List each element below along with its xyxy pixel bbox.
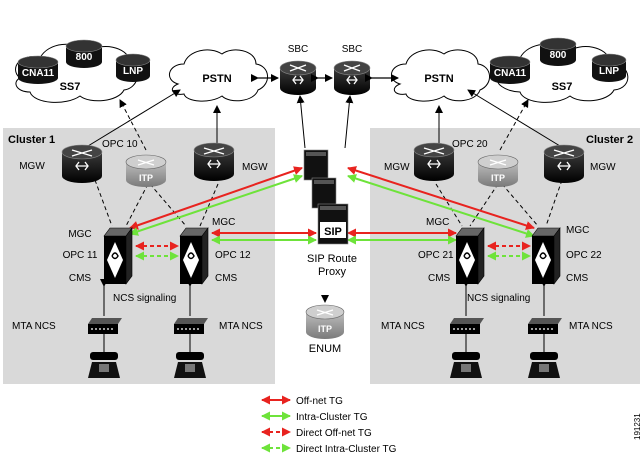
trunk-lines — [129, 166, 535, 245]
legend-offnet-label: Off-net TG — [296, 396, 343, 407]
cna11-label-right: CNA11 — [494, 68, 527, 79]
mta-label-c2-left: MTA NCS — [381, 321, 425, 332]
opc12-label: OPC 12 — [215, 250, 251, 261]
enum-label: ENUM — [309, 343, 341, 355]
cluster-2-title: Cluster 2 — [586, 134, 633, 146]
mta-label-c1-right: MTA NCS — [219, 321, 263, 332]
opc22-label: OPC 22 — [566, 250, 602, 261]
ncs-signaling-label-c1: NCS signaling — [113, 293, 176, 304]
mgw-router-c1-left — [61, 144, 103, 183]
legend — [261, 395, 291, 453]
mgw-router-c1-right — [193, 142, 235, 181]
mgw-router-c2-right — [543, 144, 585, 183]
figure-id: 191231 — [633, 413, 642, 440]
ss7-label-right: SS7 — [552, 81, 573, 93]
ncs-signaling-label-c2: NCS signaling — [467, 293, 530, 304]
pstn-label-left: PSTN — [202, 73, 231, 85]
mgw-label-c1-left: MGW — [19, 161, 45, 172]
cna11-database-right — [489, 55, 531, 84]
ncs-lines — [100, 279, 548, 352]
opc10-label: OPC 10 — [102, 139, 138, 150]
cms-label-c1-left: CMS — [69, 273, 92, 284]
mgc-label-c1-right: MGC — [212, 217, 235, 228]
mgc-device-opc12 — [179, 227, 209, 285]
mta-label-c2-right: MTA NCS — [569, 321, 613, 332]
mgc-label-c2-left: MGC — [426, 217, 449, 228]
sip-server-stack — [303, 149, 349, 245]
phone-c1-right — [174, 352, 206, 378]
opc20-label: OPC 20 — [452, 139, 488, 150]
mta-label-c1-left: MTA NCS — [12, 321, 56, 332]
legend-direct-intra-label: Direct Intra-Cluster TG — [296, 444, 397, 455]
mgc-label-c2-right: MGC — [566, 225, 589, 236]
mta-device-c1-left — [88, 318, 122, 334]
sip-route-label: SIP Route — [307, 253, 357, 265]
signaling-lines — [87, 89, 561, 303]
phone-c2-right — [528, 352, 560, 378]
cna11-database-left — [17, 55, 59, 84]
enum-itp-label: ITP — [318, 324, 332, 334]
mgc-device-opc21 — [455, 227, 485, 285]
mta-device-c2-left — [450, 318, 484, 334]
sbc-label-right: SBC — [342, 44, 363, 55]
lnp-label-left: LNP — [123, 66, 143, 77]
legend-direct-offnet-label: Direct Off-net TG — [296, 428, 372, 439]
pstn-cloud-right — [391, 49, 490, 102]
phone-c1-left — [88, 352, 120, 378]
cna11-label-left: CNA11 — [22, 68, 55, 79]
sbc-router-left — [279, 60, 317, 95]
mgw-router-c2-left — [413, 142, 455, 181]
lnp-database-left — [115, 53, 151, 82]
mgw-label-c1-right: MGW — [242, 162, 268, 173]
mgc-device-opc11 — [103, 227, 133, 285]
enum-itp-router — [305, 304, 345, 339]
800-database-right — [539, 37, 577, 66]
opc21-label: OPC 21 — [418, 250, 454, 261]
mgw-label-c2-right: MGW — [590, 162, 616, 173]
mgw-label-c2-left: MGW — [384, 162, 410, 173]
cms-label-c1-right: CMS — [215, 273, 238, 284]
cms-label-c2-right: CMS — [566, 273, 589, 284]
cluster-1-title: Cluster 1 — [8, 134, 55, 146]
opc11-label: OPC 11 — [63, 250, 98, 261]
mgc-device-opc22 — [531, 227, 561, 285]
sip-proxy-label: Proxy — [318, 266, 347, 278]
mta-device-c2-right — [528, 318, 562, 334]
legend-intra-label: Intra-Cluster TG — [296, 412, 368, 423]
ss7-label-left: SS7 — [60, 81, 81, 93]
sbc-router-right — [333, 60, 371, 95]
mta-device-c1-right — [174, 318, 208, 334]
pstn-label-right: PSTN — [424, 73, 453, 85]
800-database-left — [65, 39, 103, 68]
phone-c2-left — [450, 352, 482, 378]
lnp-label-right: LNP — [599, 66, 619, 77]
800-label-left: 800 — [76, 52, 93, 63]
lnp-database-right — [591, 53, 627, 82]
itp-label-c2: ITP — [491, 173, 505, 183]
sip-logo-label: SIP — [324, 226, 342, 238]
itp-label-c1: ITP — [139, 173, 153, 183]
direct-trunk-lines — [135, 241, 531, 261]
sbc-label-left: SBC — [288, 44, 309, 55]
mgc-label-c1-left: MGC — [68, 229, 91, 240]
cms-label-c2-left: CMS — [428, 273, 451, 284]
800-label-right: 800 — [550, 50, 567, 61]
